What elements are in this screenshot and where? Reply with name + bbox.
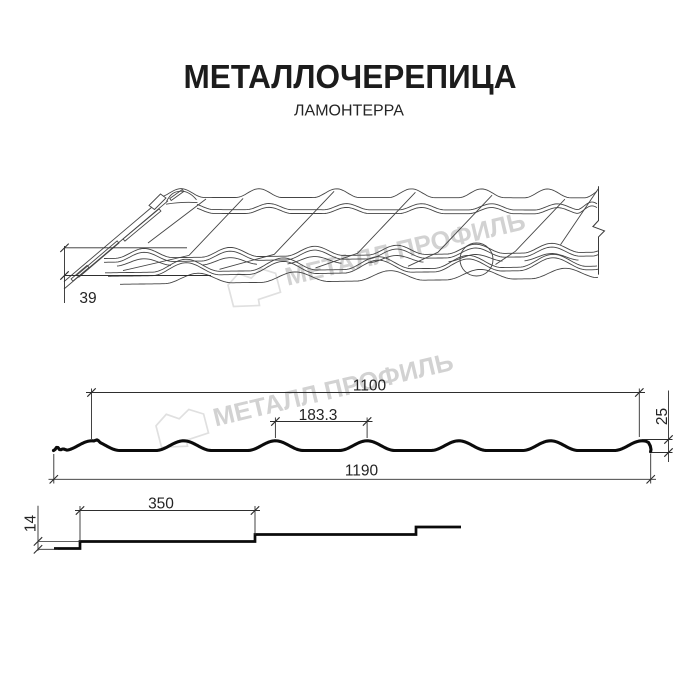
svg-text:183.3: 183.3 xyxy=(299,407,338,424)
svg-text:350: 350 xyxy=(148,496,174,513)
svg-text:МЕТАЛЛОЧЕРЕПИЦА: МЕТАЛЛОЧЕРЕПИЦА xyxy=(184,58,517,95)
svg-text:14: 14 xyxy=(23,515,40,533)
svg-text:1100: 1100 xyxy=(353,378,387,395)
svg-text:ЛАМОНТЕРРА: ЛАМОНТЕРРА xyxy=(294,103,404,120)
svg-text:1190: 1190 xyxy=(345,462,379,479)
svg-text:25: 25 xyxy=(654,408,671,425)
svg-text:39: 39 xyxy=(79,290,96,307)
